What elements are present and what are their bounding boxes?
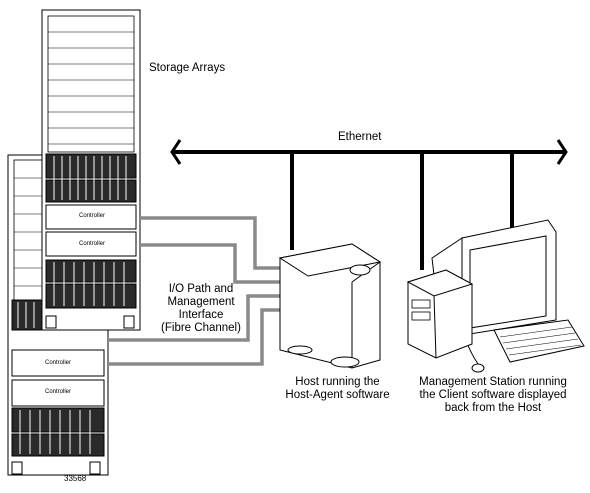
controller-label: Controller — [79, 213, 106, 219]
controller-label: Controller — [79, 241, 106, 247]
storage-arrays-label: Storage Arrays — [149, 62, 226, 74]
storage-array-front — [41, 9, 141, 331]
fibre-channel-cables — [108, 216, 280, 366]
management-station-label: Management Station running the Client so… — [419, 376, 567, 414]
host-server — [278, 243, 382, 369]
controller-label: Controller — [45, 389, 72, 395]
figure-number: 33568 — [64, 474, 87, 483]
io-path-label: I/O Path and Management Interface (Fibre… — [161, 283, 241, 334]
management-station — [406, 219, 585, 373]
ethernet-bus — [170, 139, 568, 270]
ethernet-label: Ethernet — [338, 131, 382, 143]
controller-label: Controller — [45, 360, 72, 366]
host-label: Host running the Host-Agent software — [285, 376, 390, 401]
